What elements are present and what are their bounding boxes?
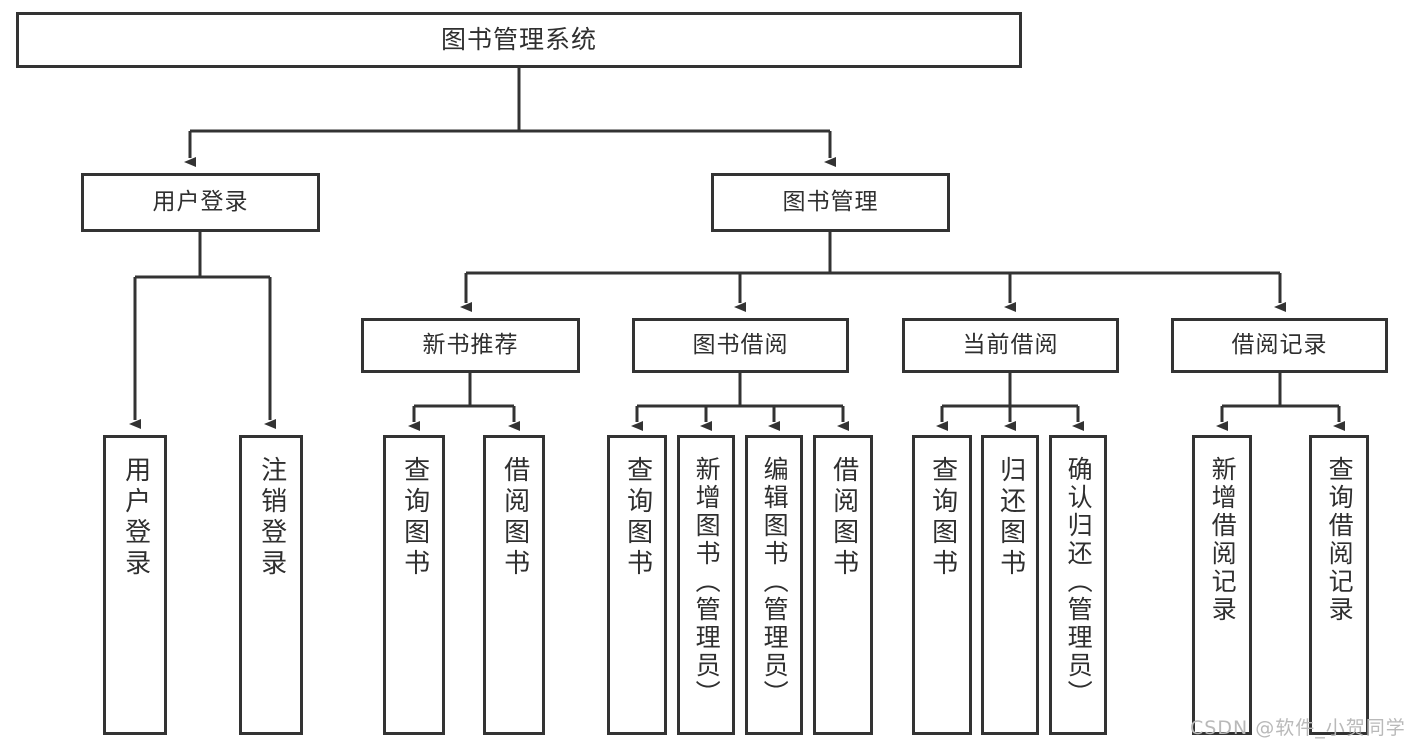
node-leaf-logout[interactable]: 注销登录 (239, 435, 303, 735)
node-label: 查询图书 (399, 456, 430, 580)
node-leaf-query-book-borrow[interactable]: 查询图书 (607, 435, 667, 735)
node-label: 图书借阅 (692, 332, 789, 359)
node-new-book-recommend[interactable]: 新书推荐 (361, 318, 580, 373)
node-leaf-borrow-book-recommend[interactable]: 借阅图书 (483, 435, 545, 735)
node-label: 借阅记录 (1231, 332, 1328, 359)
node-label: 查询图书 (927, 456, 958, 580)
node-current-borrow[interactable]: 当前借阅 (902, 318, 1119, 373)
node-label: 借阅图书 (499, 456, 530, 580)
node-leaf-query-borrow-record[interactable]: 查询借阅记录 (1309, 435, 1369, 735)
node-leaf-user-login[interactable]: 用户登录 (103, 435, 167, 735)
watermark-csdn: CSDN @软件_小贺同学 (1190, 717, 1405, 739)
node-label: 新增图书（管理员） (692, 456, 722, 708)
node-leaf-edit-book[interactable]: 编辑图书（管理员） (745, 435, 803, 735)
node-label: 当前借阅 (962, 332, 1059, 359)
node-leaf-query-book-current[interactable]: 查询图书 (912, 435, 972, 735)
node-root-system[interactable]: 图书管理系统 (16, 12, 1022, 68)
node-leaf-add-book[interactable]: 新增图书（管理员） (677, 435, 735, 735)
node-book-borrow[interactable]: 图书借阅 (632, 318, 849, 373)
node-leaf-confirm-return[interactable]: 确认归还（管理员） (1049, 435, 1107, 735)
node-leaf-borrow-book[interactable]: 借阅图书 (813, 435, 873, 735)
node-borrow-record[interactable]: 借阅记录 (1171, 318, 1388, 373)
node-leaf-add-borrow-record[interactable]: 新增借阅记录 (1192, 435, 1252, 735)
node-label: 注销登录 (256, 456, 287, 580)
node-label: 查询借阅记录 (1325, 456, 1355, 624)
node-book-manage[interactable]: 图书管理 (711, 173, 950, 232)
node-label: 用户登录 (152, 189, 249, 216)
node-label: 用户登录 (120, 456, 151, 580)
node-label: 归还图书 (995, 456, 1026, 580)
node-label: 编辑图书（管理员） (760, 456, 790, 708)
node-user-login[interactable]: 用户登录 (81, 173, 320, 232)
node-label: 图书管理系统 (440, 25, 597, 55)
node-label: 图书管理 (782, 189, 879, 216)
node-label: 新书推荐 (422, 332, 519, 359)
node-label: 借阅图书 (828, 456, 859, 580)
node-label: 确认归还（管理员） (1064, 456, 1094, 708)
node-label: 新增借阅记录 (1208, 456, 1238, 624)
node-leaf-return-book[interactable]: 归还图书 (981, 435, 1039, 735)
node-label: 查询图书 (622, 456, 653, 580)
node-leaf-query-book-recommend[interactable]: 查询图书 (383, 435, 445, 735)
